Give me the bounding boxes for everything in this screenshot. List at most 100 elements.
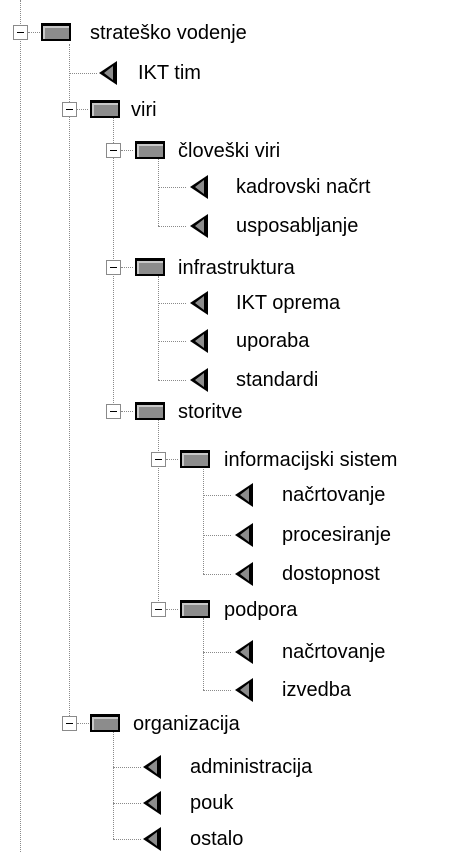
tree-node-label[interactable]: ostalo bbox=[190, 828, 244, 850]
tree-node-label[interactable]: IKT tim bbox=[138, 62, 201, 84]
leaf-node-icon bbox=[235, 562, 253, 586]
tree-connector-line bbox=[158, 187, 186, 188]
leaf-node-icon bbox=[235, 640, 253, 664]
tree-node-label[interactable]: kadrovski načrt bbox=[236, 176, 371, 198]
leaf-node-icon bbox=[235, 678, 253, 702]
tree-node-načrtovanje[interactable]: načrtovanje bbox=[0, 640, 453, 666]
tree-connector-line bbox=[113, 839, 141, 840]
tree-node-administracija[interactable]: administracija bbox=[0, 755, 453, 781]
tree-connector-line bbox=[203, 495, 231, 496]
tree-connector-line bbox=[158, 226, 186, 227]
tree-connector-line bbox=[158, 341, 186, 342]
folder-icon bbox=[90, 714, 120, 732]
folder-icon bbox=[135, 258, 165, 276]
collapse-toggle-icon[interactable] bbox=[106, 143, 121, 158]
collapse-toggle-icon[interactable] bbox=[106, 260, 121, 275]
tree-connector-line bbox=[77, 109, 88, 110]
tree-node-ikt-oprema[interactable]: IKT oprema bbox=[0, 291, 453, 317]
leaf-node-icon bbox=[190, 368, 208, 392]
leaf-node-icon bbox=[143, 791, 161, 815]
collapse-toggle-icon[interactable] bbox=[151, 602, 166, 617]
leaf-node-icon bbox=[190, 291, 208, 315]
folder-icon bbox=[180, 600, 210, 618]
tree-connector-line bbox=[20, 0, 21, 852]
tree-node-label[interactable]: človeški viri bbox=[178, 140, 281, 162]
collapse-toggle-icon[interactable] bbox=[106, 404, 121, 419]
tree-node-organizacija[interactable]: organizacija bbox=[0, 711, 453, 737]
collapse-toggle-icon[interactable] bbox=[151, 452, 166, 467]
tree-node-infrastruktura[interactable]: infrastruktura bbox=[0, 255, 453, 281]
tree-connector-line bbox=[113, 803, 141, 804]
collapse-toggle-icon[interactable] bbox=[62, 716, 77, 731]
tree-node-procesiranje[interactable]: procesiranje bbox=[0, 523, 453, 549]
tree-node-label[interactable]: storitve bbox=[178, 401, 243, 423]
tree-connector-line bbox=[158, 157, 159, 226]
tree-connector-line bbox=[203, 574, 231, 575]
leaf-node-icon bbox=[235, 483, 253, 507]
tree-node-label[interactable]: IKT oprema bbox=[236, 292, 341, 314]
leaf-node-icon bbox=[143, 755, 161, 779]
tree-node-pouk[interactable]: pouk bbox=[0, 791, 453, 817]
leaf-node-icon bbox=[235, 523, 253, 547]
tree-node-storitve[interactable]: storitve bbox=[0, 399, 453, 425]
tree-node-label[interactable]: organizacija bbox=[133, 713, 240, 735]
folder-icon bbox=[180, 450, 210, 468]
tree-node-dostopnost[interactable]: dostopnost bbox=[0, 562, 453, 588]
tree-node-label[interactable]: izvedba bbox=[282, 679, 351, 701]
leaf-node-icon bbox=[190, 329, 208, 353]
folder-icon bbox=[135, 402, 165, 420]
tree-node-label[interactable]: procesiranje bbox=[282, 524, 391, 546]
tree-node-usposabljanje[interactable]: usposabljanje bbox=[0, 214, 453, 240]
tree-connector-line bbox=[121, 411, 133, 412]
tree-node-label[interactable]: administracija bbox=[190, 756, 313, 778]
tree-connector-line bbox=[113, 767, 141, 768]
tree-connector-line bbox=[69, 73, 97, 74]
tree-node-kadrovski-načrt[interactable]: kadrovski načrt bbox=[0, 175, 453, 201]
tree-node-label[interactable]: dostopnost bbox=[282, 563, 380, 585]
tree-node-uporaba[interactable]: uporaba bbox=[0, 329, 453, 355]
tree-node-label[interactable]: podpora bbox=[224, 599, 298, 621]
tree-node-informacijski-sistem[interactable]: informacijski sistem bbox=[0, 447, 453, 473]
tree-node-človeški-viri[interactable]: človeški viri bbox=[0, 138, 453, 164]
tree-node-label[interactable]: infrastruktura bbox=[178, 257, 295, 279]
tree-connector-line bbox=[166, 459, 178, 460]
tree-connector-line bbox=[113, 731, 114, 839]
tree-node-label[interactable]: načrtovanje bbox=[282, 641, 386, 663]
tree-node-načrtovanje[interactable]: načrtovanje bbox=[0, 483, 453, 509]
collapse-toggle-icon[interactable] bbox=[13, 25, 28, 40]
leaf-node-icon bbox=[143, 827, 161, 851]
tree-node-viri[interactable]: viri bbox=[0, 97, 453, 123]
collapse-toggle-icon[interactable] bbox=[62, 102, 77, 117]
tree-node-podpora[interactable]: podpora bbox=[0, 597, 453, 623]
tree-connector-line bbox=[203, 652, 231, 653]
tree-connector-line bbox=[158, 303, 186, 304]
tree-connector-line bbox=[158, 380, 186, 381]
tree-connector-line bbox=[203, 467, 204, 574]
tree-node-ostalo[interactable]: ostalo bbox=[0, 827, 453, 853]
leaf-node-icon bbox=[190, 214, 208, 238]
tree-connector-line bbox=[77, 723, 89, 724]
tree-connector-line bbox=[203, 618, 204, 690]
tree-node-ikt-tim[interactable]: IKT tim bbox=[0, 61, 453, 87]
folder-icon bbox=[90, 100, 120, 118]
tree-connector-line bbox=[121, 150, 133, 151]
folder-icon bbox=[41, 23, 71, 41]
tree-node-strateško-vodenje[interactable]: strateško vodenje bbox=[0, 20, 453, 46]
tree-connector-line bbox=[203, 690, 231, 691]
tree-node-label[interactable]: usposabljanje bbox=[236, 215, 359, 237]
tree-node-label[interactable]: strateško vodenje bbox=[90, 22, 247, 44]
tree-connector-line bbox=[158, 276, 159, 380]
tree-node-label[interactable]: standardi bbox=[236, 369, 319, 391]
tree-node-standardi[interactable]: standardi bbox=[0, 368, 453, 394]
tree-node-izvedba[interactable]: izvedba bbox=[0, 678, 453, 704]
tree-node-label[interactable]: uporaba bbox=[236, 330, 310, 352]
tree-connector-line bbox=[69, 44, 70, 720]
tree-node-label[interactable]: načrtovanje bbox=[282, 484, 386, 506]
tree-connector-line bbox=[203, 535, 231, 536]
tree-connector-line bbox=[28, 32, 40, 33]
tree-node-label[interactable]: pouk bbox=[190, 792, 234, 814]
leaf-node-icon bbox=[99, 61, 117, 85]
tree-node-label[interactable]: viri bbox=[131, 99, 157, 121]
tree-node-label[interactable]: informacijski sistem bbox=[224, 449, 398, 471]
